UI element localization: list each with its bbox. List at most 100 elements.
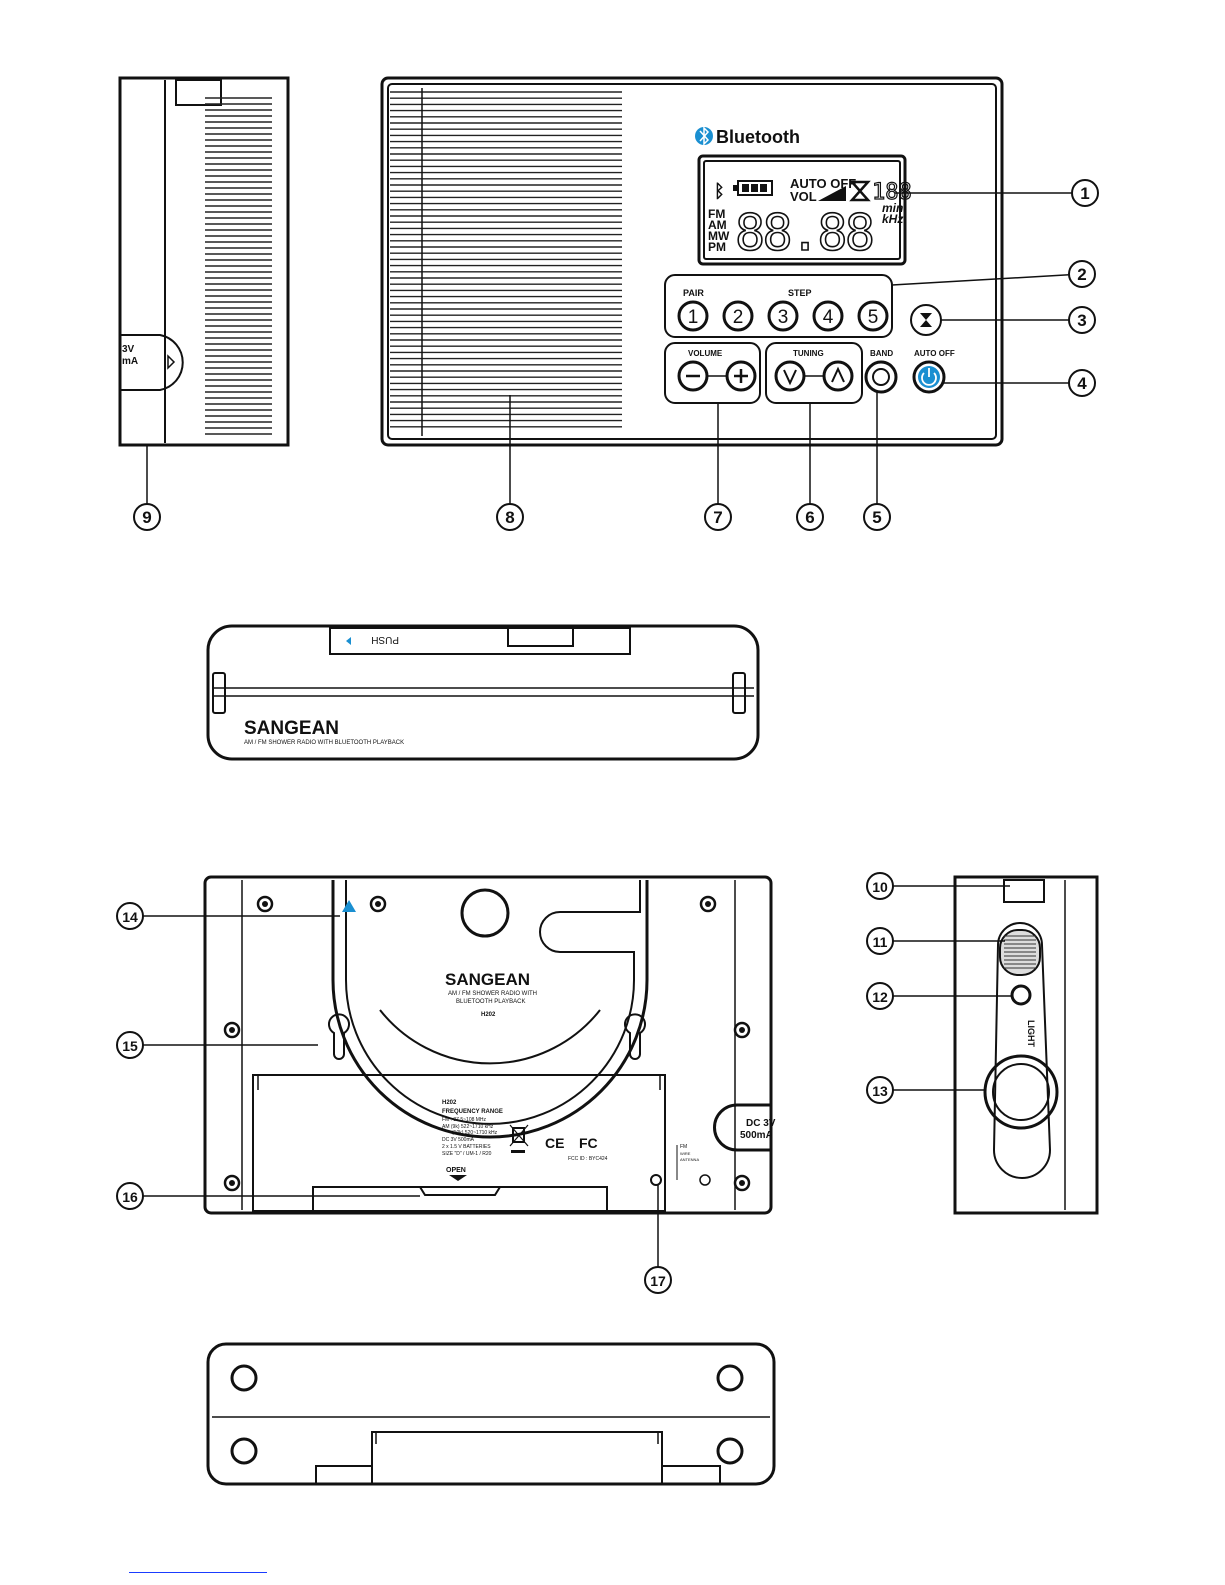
callout-3 <box>1068 306 1096 334</box>
label-am1: AM (9k) 522~1710 kHz <box>442 1124 494 1130</box>
speaker-grille <box>390 91 622 428</box>
left-side-view: 3V mA <box>118 76 290 447</box>
step-label: STEP <box>788 288 812 298</box>
callout-4 <box>1068 369 1096 397</box>
antenna-fm: FM <box>680 1144 687 1150</box>
side-grille <box>205 97 272 435</box>
leader-line-2 <box>891 273 1083 286</box>
fcc-id: FCC ID : BYC424 <box>568 1156 608 1162</box>
callout-12 <box>866 982 894 1010</box>
front-view: Bluetooth ᛒ AUTO OFF VOL 188 FM AM MW PM… <box>380 76 1004 447</box>
dc-jack-label-1: DC 3V <box>746 1118 776 1129</box>
power-icon <box>921 372 937 386</box>
label-am2: (10k) 520~1710 kHz <box>452 1130 498 1136</box>
callout-label-7: 7 <box>713 508 722 527</box>
callout-5 <box>863 503 891 531</box>
back-model: H202 <box>481 1012 496 1018</box>
push-label: PUSH <box>371 634 399 645</box>
callout-label-9: 9 <box>142 508 151 527</box>
band-button[interactable] <box>864 360 898 394</box>
preset-label-1: 1 <box>688 307 699 328</box>
preset-label-5: 5 <box>868 307 879 328</box>
callout-2 <box>1068 260 1096 288</box>
label-title: FREQUENCY RANGE <box>442 1109 503 1115</box>
callout-10 <box>866 872 894 900</box>
preset-button-1[interactable] <box>677 300 709 332</box>
band-label: BAND <box>870 349 893 358</box>
callout-label-11: 11 <box>873 934 888 950</box>
tuning-label: TUNING <box>793 349 824 358</box>
indicator-light <box>1010 984 1032 1006</box>
callout-1 <box>1071 179 1099 207</box>
screw <box>223 1174 241 1192</box>
callout-label-15: 15 <box>122 1038 138 1054</box>
preset-label-4: 4 <box>823 307 834 328</box>
callout-label-17: 17 <box>650 1273 666 1289</box>
tuning-group <box>765 342 863 404</box>
lcd-timer-icon <box>849 180 871 202</box>
lcd-frequency: 88.88 <box>735 204 875 262</box>
open-label: OPEN <box>446 1167 466 1174</box>
callout-label-10: 10 <box>872 879 888 895</box>
screw <box>733 1174 751 1192</box>
right-side-view: LIGHT <box>953 875 1099 1215</box>
tune-down-button[interactable] <box>774 360 806 392</box>
weee-icon <box>509 1124 529 1153</box>
callout-label-3: 3 <box>1077 311 1086 330</box>
callout-label-16: 16 <box>122 1189 138 1205</box>
lcd-band-mw: MW <box>708 229 730 243</box>
callout-label-4: 4 <box>1077 374 1087 393</box>
screw <box>733 1021 751 1039</box>
label-dc: DC 3V 500mA <box>442 1137 475 1143</box>
preset-button-5[interactable] <box>857 300 889 332</box>
preset-button-4[interactable] <box>812 300 844 332</box>
side-ma-label: mA <box>122 356 138 367</box>
screw <box>223 1021 241 1039</box>
preset-button-3[interactable] <box>767 300 799 332</box>
callout-8 <box>496 503 524 531</box>
callout-label-2: 2 <box>1077 265 1086 284</box>
callout-7 <box>704 503 732 531</box>
preset-label-3: 3 <box>778 307 789 328</box>
callout-label-5: 5 <box>872 508 881 527</box>
screw <box>369 895 387 913</box>
callout-16 <box>116 1182 144 1210</box>
top-brand: SANGEAN <box>244 718 339 739</box>
top-view: PUSH SANGEAN AM / FM SHOWER RADIO WITH B… <box>206 624 760 761</box>
screw <box>699 895 717 913</box>
light-label: LIGHT <box>1026 1020 1036 1047</box>
callout-label-12: 12 <box>872 989 888 1005</box>
footer-link[interactable] <box>129 1572 267 1573</box>
lcd-unit-min: min. <box>882 201 907 215</box>
lcd-vol: VOL <box>790 189 817 204</box>
callout-15 <box>116 1031 144 1059</box>
lcd-band-fm: FM <box>708 207 725 221</box>
preset-group <box>664 274 893 338</box>
callout-17 <box>644 1266 672 1294</box>
callout-13 <box>866 1076 894 1104</box>
antenna-antenna: ANTENNA <box>680 1157 699 1162</box>
volume-label: VOLUME <box>688 349 723 358</box>
tune-up-button[interactable] <box>822 360 854 392</box>
auto-off-label: AUTO OFF <box>914 349 955 358</box>
callout-label-13: 13 <box>872 1083 888 1099</box>
rotary-knob[interactable] <box>983 1054 1059 1130</box>
antenna-wire: WIRE <box>680 1151 691 1156</box>
volume-group <box>664 342 761 404</box>
back-tagline-2: BLUETOOTH PLAYBACK <box>456 999 525 1005</box>
side-dc-label: 3V <box>122 344 135 355</box>
dc-jack-label-2: 500mA <box>740 1130 773 1141</box>
callout-label-14: 14 <box>122 909 138 925</box>
ce-mark: CE <box>545 1135 564 1151</box>
callout-label-6: 6 <box>805 508 814 527</box>
back-tagline-1: AM / FM SHOWER RADIO WITH <box>448 991 537 997</box>
lcd-display: ᛒ AUTO OFF VOL 188 FM AM MW PM 88.88 min… <box>697 154 912 266</box>
preset-label-2: 2 <box>733 307 744 328</box>
label-fm: FM : 87.5~108 MHz <box>442 1117 487 1123</box>
lcd-band-am: AM <box>708 218 727 232</box>
bottom-view <box>206 1342 776 1486</box>
callout-11 <box>866 927 894 955</box>
preset-button-2[interactable] <box>722 300 754 332</box>
